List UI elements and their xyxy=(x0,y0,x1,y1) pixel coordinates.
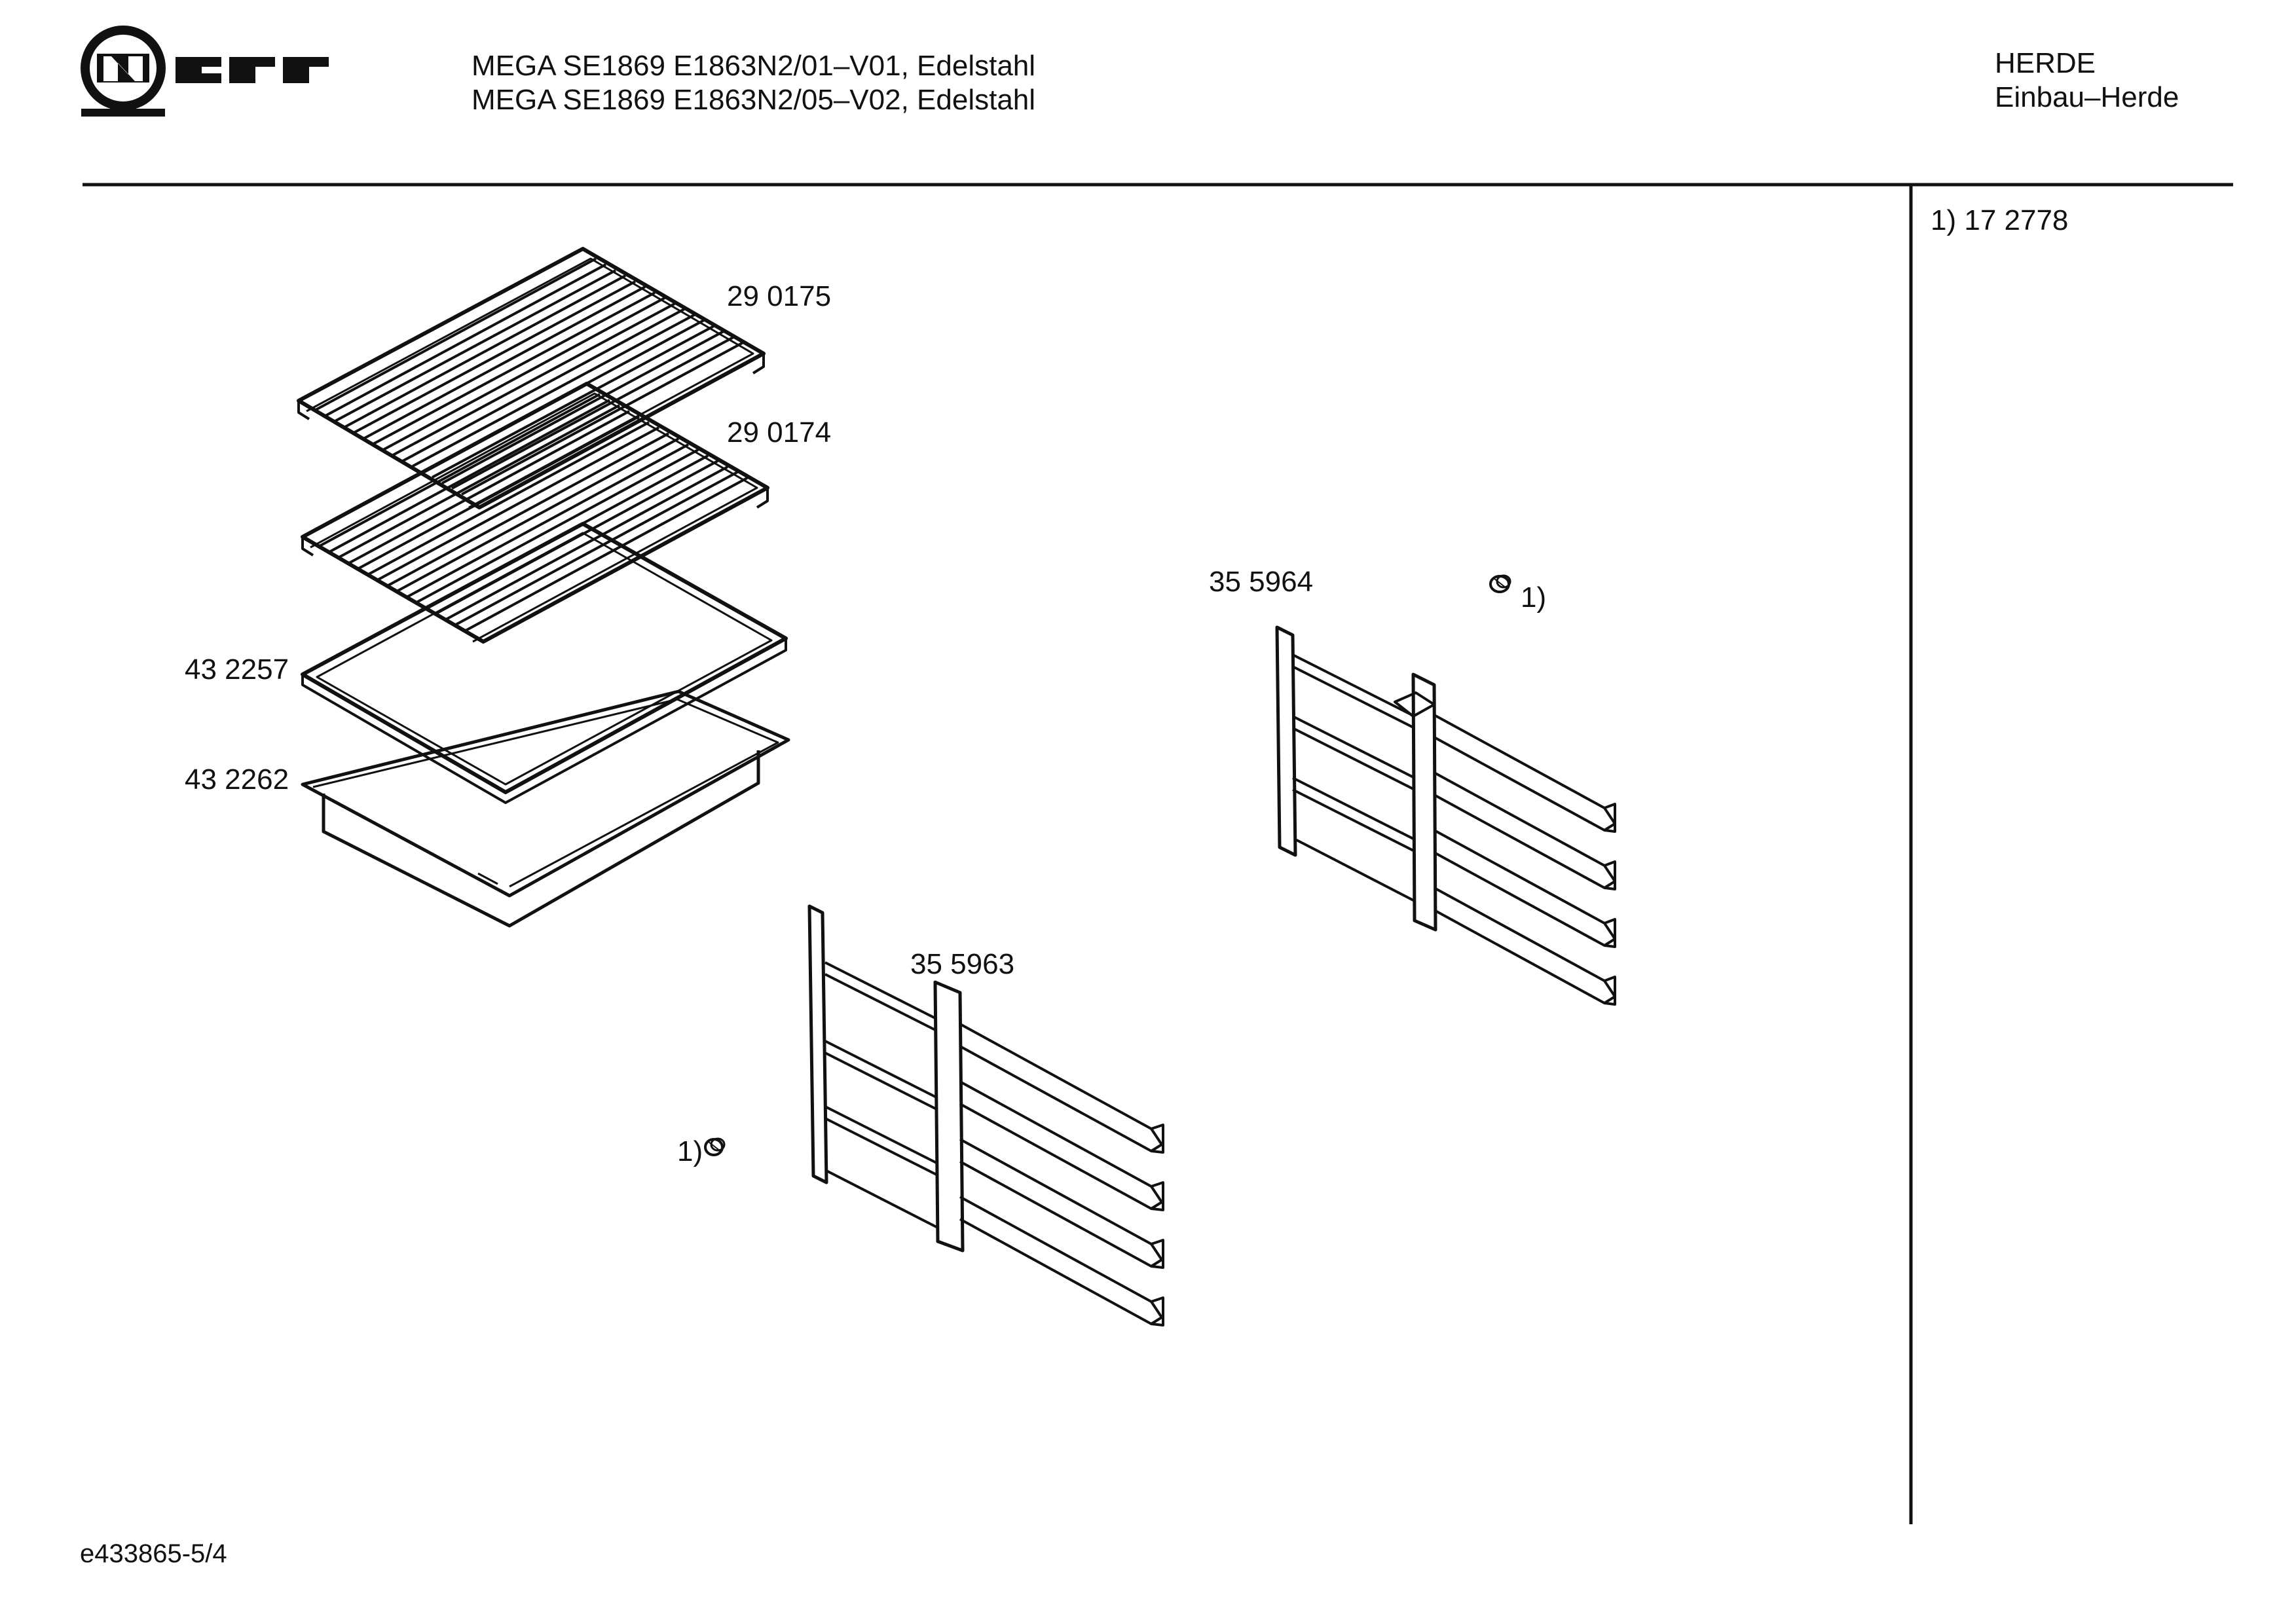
screw-plug-icon xyxy=(704,1137,726,1156)
deep-pan-icon xyxy=(301,689,790,928)
category-subtitle: Einbau–Herde xyxy=(1995,81,2179,113)
telescopic-rail-icon xyxy=(1275,625,1616,1006)
neff-logo xyxy=(81,26,329,117)
screw-plug-icon xyxy=(1489,574,1511,593)
model-line-2: MEGA SE1869 E1863N2/05–V02, Edelstahl xyxy=(472,84,1036,116)
part-number: 29 0175 xyxy=(727,280,832,312)
callout-label: 1) xyxy=(677,1135,703,1167)
callout-label: 1) xyxy=(1521,581,1547,614)
telescopic-rail-icon xyxy=(807,904,1164,1327)
category-title: HERDE xyxy=(1995,47,2096,79)
legend-note: 1) 17 2778 xyxy=(1931,204,2069,236)
model-line-1: MEGA SE1869 E1863N2/01–V01, Edelstahl xyxy=(472,50,1036,82)
part-number: 35 5963 xyxy=(910,948,1015,980)
document-id: e433865-5/4 xyxy=(80,1539,227,1568)
part-number: 43 2257 xyxy=(185,653,289,686)
wire-rack-icon xyxy=(297,247,766,509)
part-number: 35 5964 xyxy=(1209,566,1314,598)
part-number: 43 2262 xyxy=(185,763,289,796)
part-number: 29 0174 xyxy=(727,416,832,449)
